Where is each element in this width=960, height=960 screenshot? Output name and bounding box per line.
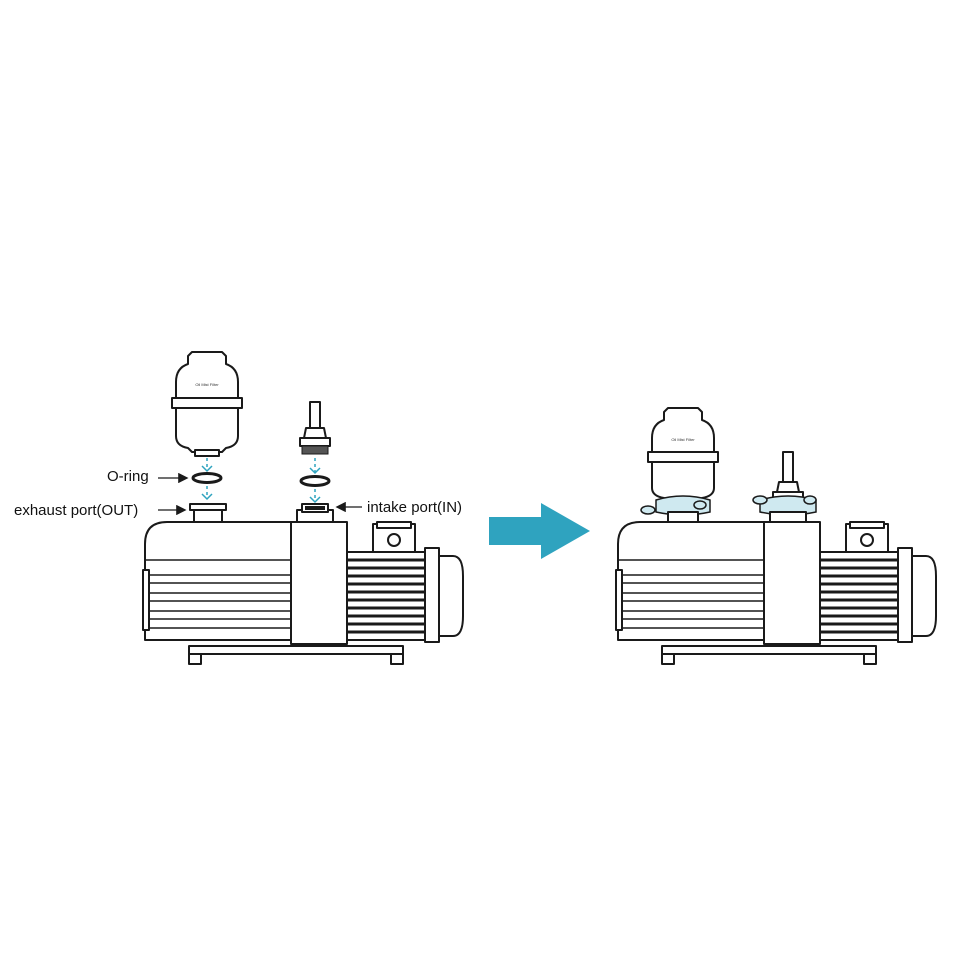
pump-after bbox=[614, 520, 938, 666]
svg-text:O-ring: O-ring bbox=[107, 468, 149, 485]
exhaust-port bbox=[189, 503, 227, 523]
label-o-ring: O-ring bbox=[107, 468, 189, 485]
label-intake-port: intake port(IN) bbox=[335, 499, 462, 516]
hose-barb-fitting bbox=[299, 401, 331, 455]
clamp-exhaust bbox=[640, 495, 711, 523]
clamp-intake bbox=[752, 495, 817, 523]
right-arrow-icon bbox=[489, 503, 590, 559]
pump-before bbox=[141, 520, 465, 666]
hose-barb-installed bbox=[772, 451, 804, 501]
label-exhaust-port: exhaust port(OUT) bbox=[14, 502, 187, 519]
down-arrow-icon bbox=[201, 458, 321, 504]
oil-mist-filter: Oil Mist Filter bbox=[171, 351, 243, 457]
svg-text:intake port(IN): intake port(IN) bbox=[367, 499, 462, 516]
o-ring-exhaust bbox=[191, 472, 223, 484]
svg-text:Oil Mist Filter: Oil Mist Filter bbox=[671, 437, 695, 442]
filter-label: Oil Mist Filter bbox=[195, 382, 219, 387]
svg-text:exhaust port(OUT): exhaust port(OUT) bbox=[14, 502, 138, 519]
o-ring-intake bbox=[299, 475, 331, 487]
oil-mist-filter-installed: Oil Mist Filter bbox=[647, 407, 719, 503]
intake-port bbox=[296, 503, 334, 523]
